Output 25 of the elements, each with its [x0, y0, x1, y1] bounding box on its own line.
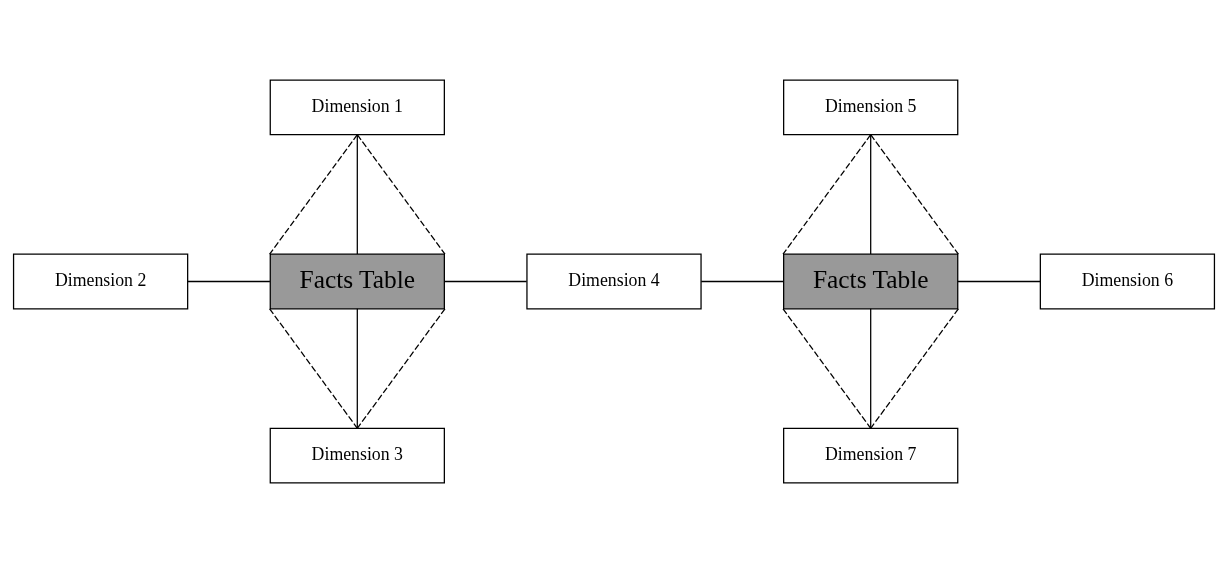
node-box: Dimension 1 — [269, 78, 445, 135]
connector — [269, 133, 358, 255]
node-box: Dimension 6 — [1039, 253, 1216, 309]
node-box: Dimension 4 — [526, 253, 702, 309]
connector — [782, 307, 872, 429]
connector — [870, 307, 959, 429]
connector — [187, 280, 271, 282]
node-box: Dimension 7 — [783, 427, 959, 484]
connector — [356, 133, 446, 255]
connector — [957, 280, 1041, 282]
node-box: Facts Table — [269, 253, 445, 309]
node-box: Dimension 3 — [269, 427, 445, 484]
node-box: Dimension 5 — [783, 78, 959, 135]
connector — [870, 133, 959, 255]
connector — [870, 307, 872, 429]
connector — [356, 307, 446, 429]
connector — [356, 307, 358, 429]
connector — [782, 133, 872, 255]
node-box: Facts Table — [783, 253, 959, 309]
node-box: Dimension 2 — [12, 253, 189, 309]
connector — [356, 133, 358, 255]
connector — [443, 280, 528, 282]
connector — [700, 280, 784, 282]
connector — [269, 307, 358, 429]
connector — [870, 133, 872, 255]
